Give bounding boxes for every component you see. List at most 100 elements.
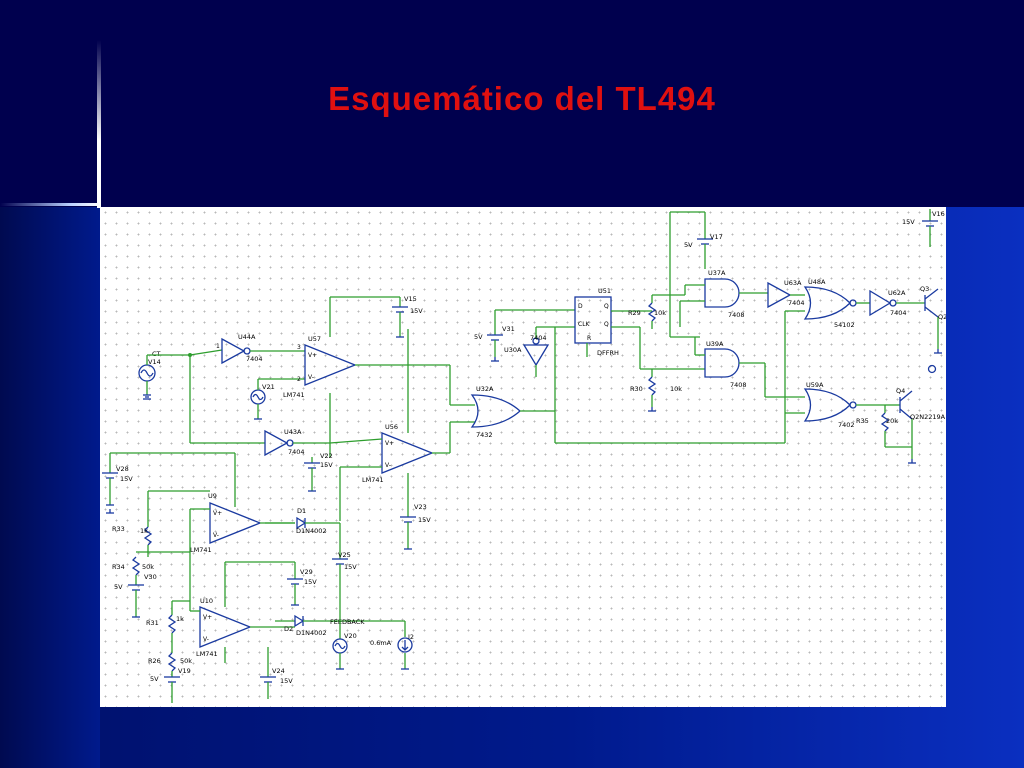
- label-r34: R34: [112, 563, 125, 571]
- and-gate-u37a: [704, 278, 740, 308]
- label-v29-value: 15V: [304, 578, 317, 586]
- label-v28-value: 15V: [120, 475, 133, 483]
- label-v30: V30: [144, 573, 157, 581]
- label-u37a: U37A: [708, 269, 726, 277]
- decor-vertical-line: [97, 40, 101, 208]
- battery-v17: [669, 211, 713, 338]
- label-r31: R31: [146, 619, 159, 627]
- label-u59a-type: 7402: [838, 421, 855, 429]
- resistor-r35: [880, 405, 912, 448]
- label-r33-value: 1k: [140, 527, 148, 535]
- slide-title: Esquemático del TL494: [328, 80, 716, 117]
- label-u10: U10: [200, 597, 213, 605]
- transistor-q4: [885, 390, 913, 459]
- opamp-u9: [209, 502, 262, 544]
- svg-text:V-: V-: [385, 462, 391, 469]
- label-v19: V19: [178, 667, 191, 675]
- label-u48a: U48A: [808, 278, 826, 286]
- label-u9-type: LM741: [190, 546, 212, 554]
- label-u57: U57: [308, 335, 321, 343]
- label-i2: I2: [408, 633, 414, 641]
- label-r35-value: 20k: [886, 417, 898, 425]
- label-r29-value: 10k: [654, 309, 666, 317]
- label-r26-value: 50k: [180, 657, 192, 665]
- svg-text:R: R: [587, 335, 591, 342]
- left-strip: [0, 207, 100, 768]
- label-v24: V24: [272, 667, 285, 675]
- flip-flop-u51: D CLK Q Q R: [574, 296, 612, 344]
- label-u57-type: LM741: [283, 391, 305, 399]
- title-band: [0, 0, 1024, 207]
- source-v14: [138, 355, 156, 398]
- label-u43a: U43A: [284, 428, 302, 436]
- label-u56: U56: [385, 423, 398, 431]
- label-ct: CT: [152, 350, 161, 358]
- opamp-u57: [304, 344, 357, 386]
- label-q2: Q2: [938, 313, 946, 321]
- svg-text:V+: V+: [308, 352, 317, 359]
- label-u30a: U30A: [504, 346, 522, 354]
- source-v20: [332, 621, 348, 670]
- resistor-r33: [143, 526, 153, 557]
- and-gate-u39a: [704, 348, 740, 378]
- label-u62a-type: 7404: [890, 309, 907, 317]
- label-r35: R35: [856, 417, 869, 425]
- label-v29: V29: [300, 568, 313, 576]
- label-d1: D1: [297, 507, 306, 515]
- label-v14: V14: [148, 358, 161, 366]
- label-u43a-type: 7404: [288, 448, 305, 456]
- label-feedback: FEEDBACK: [330, 618, 365, 626]
- battery-v15: [392, 297, 408, 338]
- svg-text:2: 2: [297, 376, 301, 383]
- label-u44a-type: 7404: [246, 355, 263, 363]
- label-v23: V23: [414, 503, 427, 511]
- inverter-u30a: [522, 326, 555, 377]
- resistor-r31: [167, 614, 177, 645]
- label-q4-type: Q2N2219A: [910, 413, 946, 421]
- label-v30-value: 5V: [114, 583, 123, 591]
- buffer-u63a: [767, 281, 792, 309]
- label-v25: V25: [338, 551, 351, 559]
- label-u63a: U63A: [784, 279, 802, 287]
- label-u10-type: LM741: [196, 650, 218, 658]
- diode-d1: [265, 516, 340, 530]
- ground-symbols: [106, 349, 942, 514]
- label-v28: V28: [116, 465, 129, 473]
- battery-v31: [487, 309, 575, 357]
- label-v31: V31: [502, 325, 515, 333]
- label-v23-value: 15V: [418, 516, 431, 524]
- label-u51: U51: [598, 287, 611, 295]
- label-q4: Q4: [896, 387, 905, 395]
- label-r33: R33: [112, 525, 125, 533]
- svg-text:V+: V+: [385, 440, 394, 447]
- battery-v24: [260, 647, 276, 699]
- nor-gate-u48a: [803, 286, 857, 320]
- label-r29: R29: [628, 309, 641, 317]
- svg-text:D: D: [578, 303, 583, 310]
- label-v17: V17: [710, 233, 723, 241]
- label-v22: V22: [320, 452, 333, 460]
- label-u39a-type: 7408: [730, 381, 747, 389]
- label-v15: V15: [404, 295, 417, 303]
- transistor-q3: [924, 288, 939, 349]
- current-source-i2: [397, 621, 413, 670]
- battery-v22: [304, 457, 320, 492]
- label-u59a: U59A: [806, 381, 824, 389]
- svg-text:1: 1: [216, 343, 220, 350]
- label-u56-type: LM741: [362, 476, 384, 484]
- label-d2-type: D1N4002: [296, 629, 327, 637]
- label-v16-value: 15V: [902, 218, 915, 226]
- resistor-r30: [647, 369, 657, 407]
- schematic-diagram: CT V14 U44A 7404 1 U43A 7404 V21 U57 LM7…: [102, 209, 946, 703]
- label-u30a-type: 7404: [530, 334, 547, 342]
- opamp-u10: [199, 606, 252, 648]
- label-v15-value: 15V: [410, 307, 423, 315]
- svg-text:V-: V-: [213, 532, 219, 539]
- svg-text:V+: V+: [213, 510, 222, 517]
- nor-gate-u59a: [803, 388, 857, 422]
- label-u39a: U39A: [706, 340, 724, 348]
- label-q3: Q3: [920, 285, 929, 293]
- label-i2-value: 0.6mA: [370, 639, 392, 647]
- label-r30-value: 10k: [670, 385, 682, 393]
- label-u62a: U62A: [888, 289, 906, 297]
